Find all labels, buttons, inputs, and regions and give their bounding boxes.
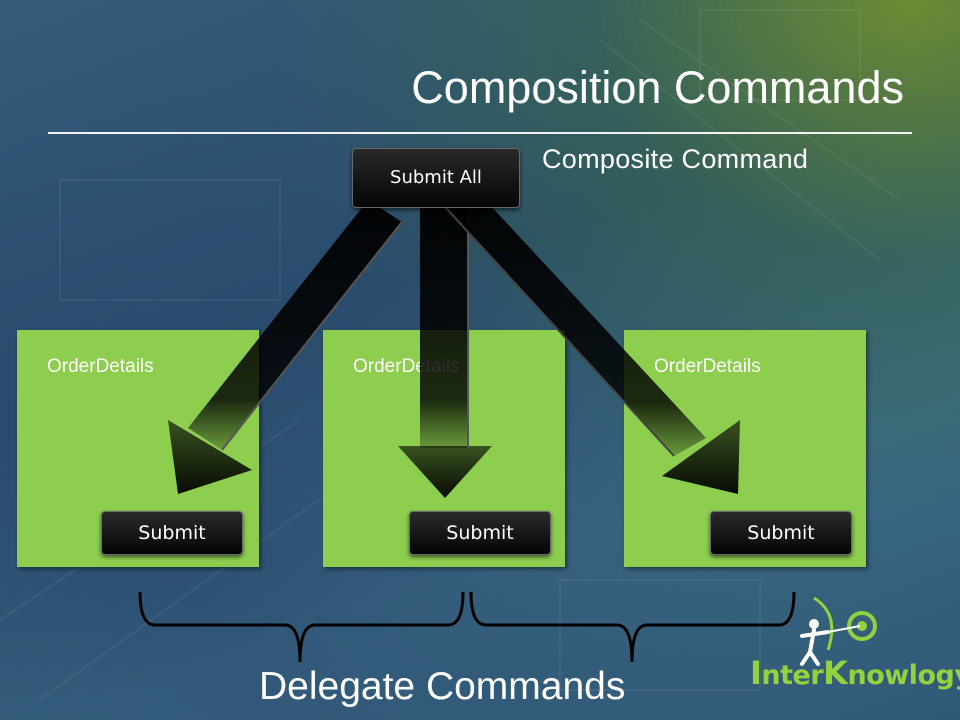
brace-right [469,591,796,663]
submit-button-3[interactable]: Submit [710,511,852,555]
arrow-left [168,200,403,494]
submit-button-1[interactable]: Submit [101,511,243,555]
logo-wordmark: InterKnowlogy [750,654,960,692]
interknowlogy-logo: InterKnowlogy [748,596,960,696]
arrow-right [445,192,740,494]
archer-target-icon [800,596,877,666]
panel-label: OrderDetails [47,356,154,377]
delegate-commands-label: Delegate Commands [259,665,626,708]
submit-all-button[interactable]: Submit All [352,148,520,208]
arrow-center [398,205,492,498]
order-details-panel-1: OrderDetails Submit [17,330,259,567]
order-details-panel-3: OrderDetails Submit [624,330,866,567]
panel-label: OrderDetails [654,356,761,377]
submit-button-2[interactable]: Submit [409,511,551,555]
brace-left [138,591,465,663]
slide-title: Composition Commands [411,62,904,113]
title-divider [48,132,912,134]
composite-command-label: Composite Command [542,144,809,174]
